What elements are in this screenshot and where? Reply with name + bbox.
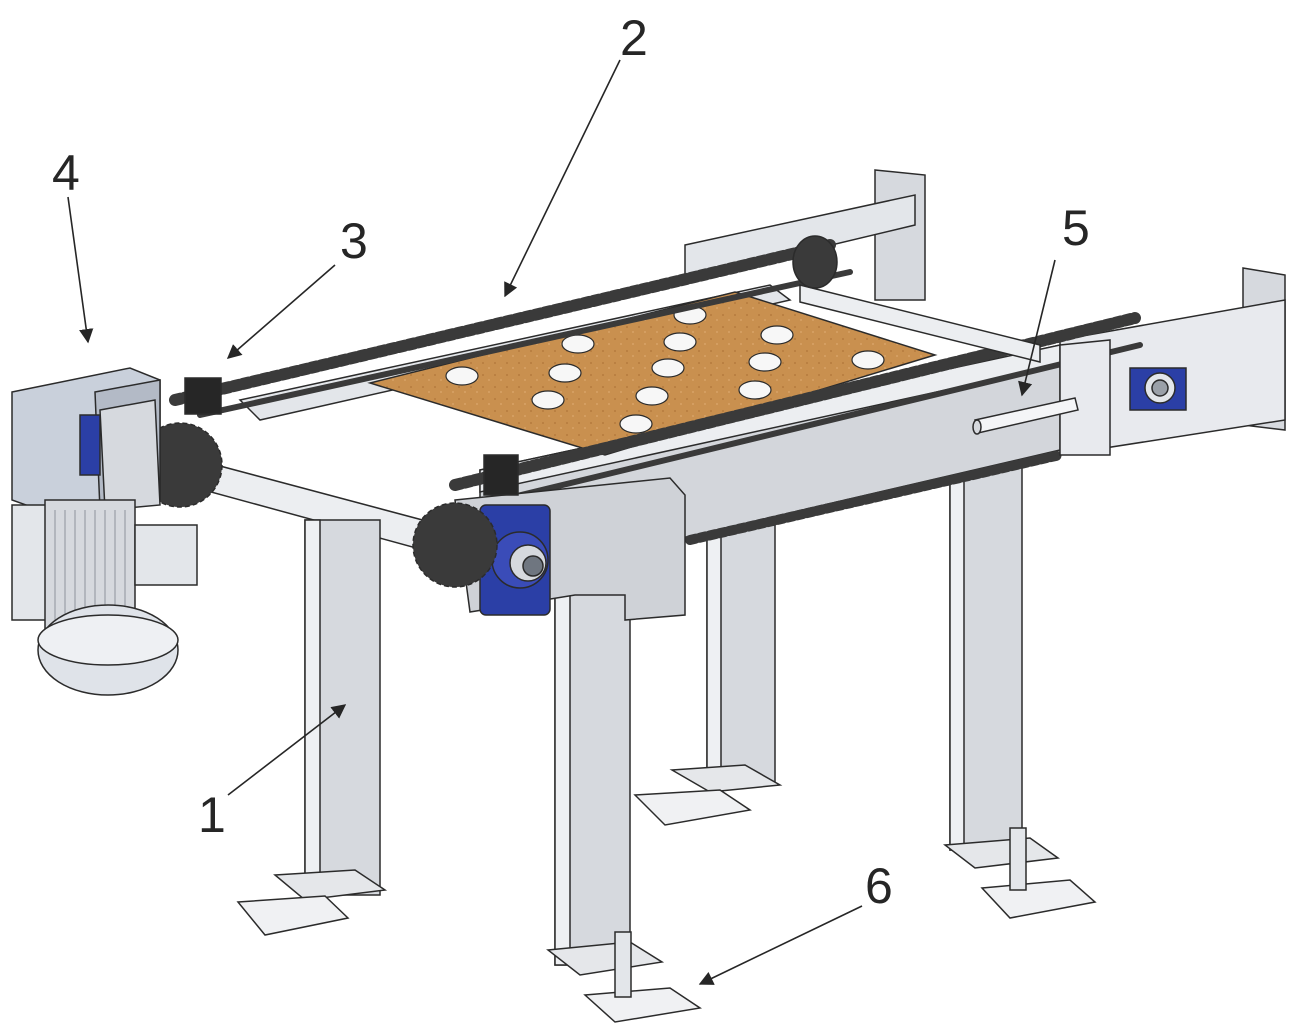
chain-guide-blocks [184,377,519,496]
callout-label-3: 3 [340,213,368,269]
callout-leaders [67,59,1056,985]
leader-5 [1018,259,1056,397]
callout-label-1: 1 [198,787,226,843]
leader-2 [504,59,621,298]
front-side-plate [454,477,686,621]
rear-legs [633,464,1097,919]
leader-3 [226,264,336,359]
leader-4 [67,196,94,344]
leader-1 [227,704,347,796]
rear-shaft [792,235,1041,363]
callout-label-6: 6 [865,858,893,914]
side-rail-shaft [972,397,1079,435]
leader-6 [698,905,863,985]
right-end-block [1059,339,1187,456]
ball-transfer-units [445,305,885,434]
drive-motor [11,367,198,696]
callout-label-4: 4 [52,145,80,201]
callout-labels: 1 2 3 4 5 6 [52,10,1090,914]
callout-label-2: 2 [620,10,648,66]
rear-frame [684,169,1286,456]
callout-label-5: 5 [1062,200,1090,256]
